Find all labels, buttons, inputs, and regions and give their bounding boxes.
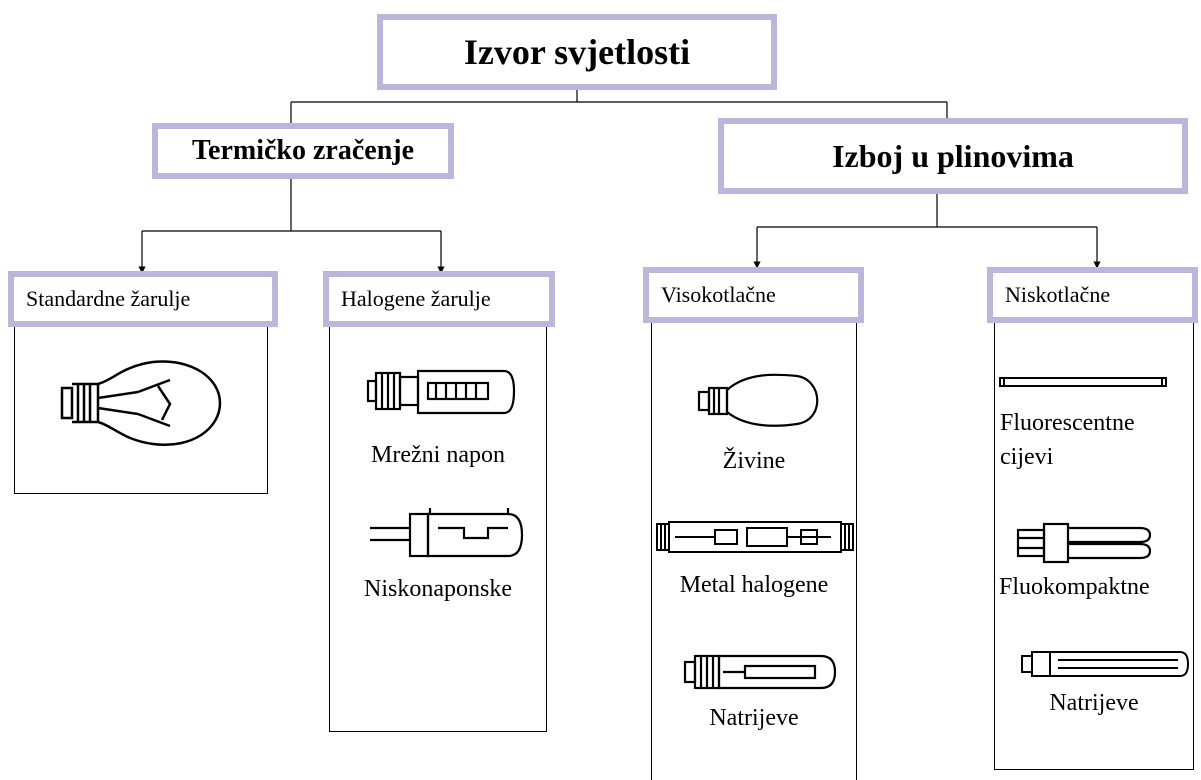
category-label: Termičko zračenje: [191, 135, 415, 166]
panel-low-pressure: [994, 323, 1194, 770]
category-label: Izboj u plinovima: [832, 137, 1074, 174]
category-thermal-radiation: Termičko zračenje: [152, 123, 454, 179]
panel-halogen-bulbs: [329, 327, 547, 732]
panel-standard-bulbs: [14, 327, 268, 494]
low-voltage-halogen-lamp-icon: [370, 508, 524, 558]
category-gas-discharge: Izboj u plinovima: [718, 118, 1188, 194]
group-standard-bulbs: Standardne žarulje: [8, 271, 278, 327]
group-label: Visokotlačne: [661, 282, 776, 307]
lamp-label-lp-sodium: Natrijeve: [1049, 690, 1139, 716]
compact-fluorescent-lamp-icon: [1016, 522, 1152, 564]
fluorescent-tube-icon: [999, 377, 1167, 387]
panel-high-pressure: [651, 323, 857, 780]
low-pressure-sodium-lamp-icon: [1021, 651, 1190, 677]
metal-halide-lamp-icon: [656, 521, 854, 553]
root-label: Izvor svjetlosti: [463, 32, 691, 72]
lamp-label-fluorescent-tubes: Fluorescentne cijevi: [1000, 410, 1135, 470]
mains-halogen-lamp-icon: [366, 369, 516, 415]
lamp-label-low-voltage: Niskonaponske: [364, 576, 512, 602]
group-high-pressure: Visokotlačne: [643, 267, 864, 323]
lamp-label-mains-voltage: Mrežni napon: [371, 442, 505, 468]
high-pressure-sodium-lamp-icon: [683, 654, 837, 690]
mercury-lamp-icon: [697, 373, 819, 427]
group-halogen-bulbs: Halogene žarulje: [323, 271, 555, 327]
lamp-label-hp-sodium: Natrijeve: [709, 705, 799, 731]
group-low-pressure: Niskotlačne: [987, 267, 1198, 323]
lamp-label-compact-fluorescent: Fluokompaktne: [999, 574, 1150, 600]
root-node: Izvor svjetlosti: [377, 14, 777, 90]
group-label: Niskotlačne: [1005, 282, 1111, 307]
group-label: Halogene žarulje: [341, 286, 491, 311]
lamp-label-mercury: Živine: [722, 448, 786, 474]
group-label: Standardne žarulje: [26, 286, 191, 311]
lamp-label-metal-halide: Metal halogene: [679, 572, 829, 598]
standard-bulb-icon: [60, 360, 222, 446]
